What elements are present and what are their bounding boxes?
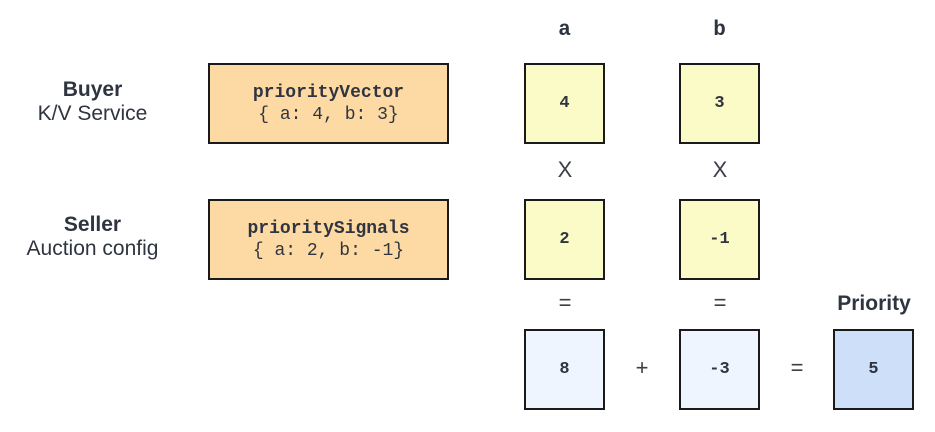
equals-operator-b: = [713,290,727,315]
multiply-operator-b: X [712,157,728,182]
product-cell-b: -3 [679,329,760,410]
column-header-b: b [713,19,726,42]
vector-cell-a: 4 [524,63,605,144]
plus-operator: + [635,355,649,380]
equals-operator-result: = [790,355,804,380]
priority-result-cell: 5 [833,329,914,410]
priority-vector-value: { a: 4, b: 3} [258,104,399,125]
priority-vector-title: priorityVector [252,82,405,103]
priority-signals-box: prioritySignals { a: 2, b: -1} [208,199,449,280]
buyer-title: Buyer [62,78,123,101]
column-header-a: a [558,19,571,42]
priority-signals-title: prioritySignals [247,218,410,239]
seller-label: Seller Auction config [0,213,185,261]
multiply-operator-a: X [557,157,573,182]
signals-cell-a: 2 [524,199,605,280]
product-cell-a: 8 [524,329,605,410]
seller-title: Seller [63,213,122,236]
vector-cell-b: 3 [679,63,760,144]
buyer-subtitle: K/V Service [37,102,148,125]
column-header-priority: Priority [837,292,911,315]
seller-subtitle: Auction config [26,237,159,260]
priority-signals-value: { a: 2, b: -1} [252,240,405,261]
priority-vector-box: priorityVector { a: 4, b: 3} [208,63,449,144]
buyer-label: Buyer K/V Service [0,78,185,126]
signals-cell-b: -1 [679,199,760,280]
equals-operator-a: = [558,290,572,315]
